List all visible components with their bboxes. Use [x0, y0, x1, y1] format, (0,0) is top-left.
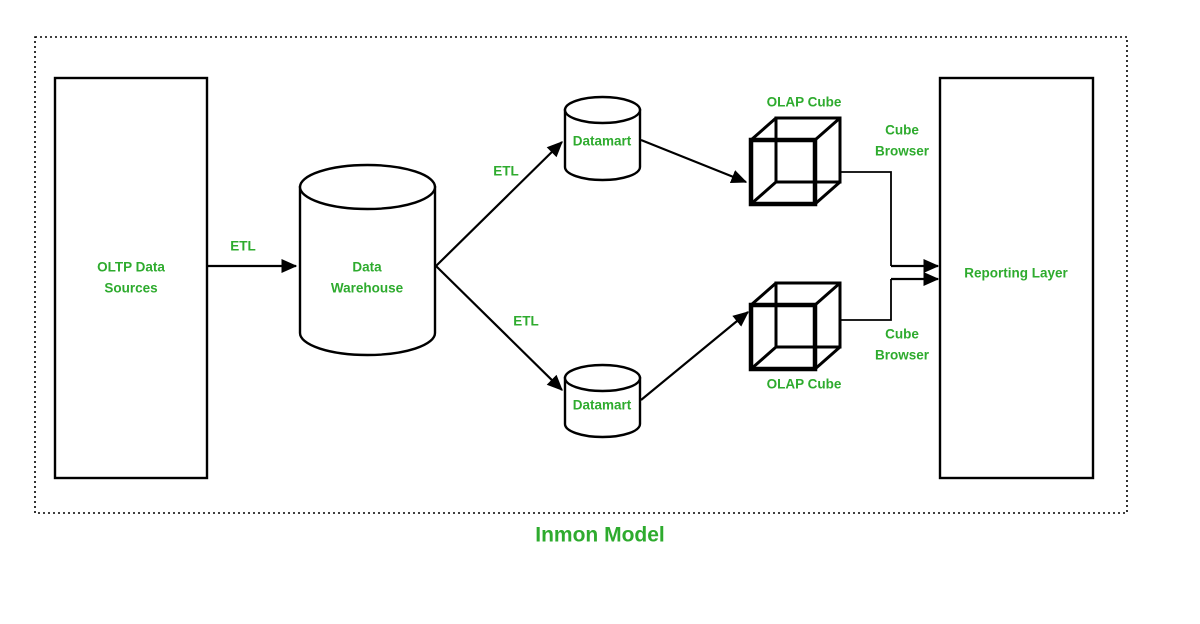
- cube-bottom-reporting-elbow: [841, 279, 892, 321]
- edge-label-cube-browser-top-line1: Cube: [885, 123, 919, 138]
- node-datamart-top[interactable]: Datamart: [563, 95, 642, 182]
- olap-cube-bottom-back-face: [774, 281, 842, 349]
- edge-label-cube-browser-bottom-line2: Browser: [875, 348, 930, 363]
- dw-datamart-bottom-arrow-line: [435, 265, 563, 391]
- datamart-bottom-cylinder-body: [563, 376, 642, 439]
- node-data-warehouse[interactable]: Data Warehouse: [298, 163, 437, 357]
- olap-cube-top-edge-bl: [750, 180, 777, 206]
- olap-cube-bottom-front-face: [748, 302, 818, 372]
- edge-label-etl-dw-datamart-top: ETL: [493, 164, 519, 179]
- data-warehouse-label-line2: Warehouse: [331, 281, 404, 296]
- diagram-title: Inmon Model: [535, 524, 665, 547]
- datamart-top-label: Datamart: [573, 134, 632, 149]
- edge-label-cube-browser-bottom-line1: Cube: [885, 327, 919, 342]
- cube-top-reporting-elbow: [841, 171, 892, 266]
- edge-label-etl-dw-datamart-bottom: ETL: [513, 314, 539, 329]
- olap-cube-bottom-edge-bl: [750, 345, 777, 371]
- olap-cube-bottom-edge-br: [814, 345, 841, 371]
- edge-datamart-bottom-to-cube-bottom: [640, 311, 749, 401]
- olap-cube-top-back-face: [774, 116, 842, 184]
- olap-cube-top-edge-tr: [814, 116, 841, 142]
- olap-cube-bottom-edge-tr: [814, 281, 841, 307]
- oltp-label-line2: Sources: [104, 281, 157, 296]
- node-oltp-data-sources[interactable]: OLTP Data Sources: [53, 76, 209, 480]
- reporting-layer-label: Reporting Layer: [964, 266, 1068, 281]
- model-boundary: [34, 36, 1128, 514]
- datamart-top-cylinder-top: [563, 95, 642, 125]
- oltp-box: [53, 76, 209, 480]
- edge-label-cube-browser-top-line2: Browser: [875, 144, 930, 159]
- data-warehouse-label-line1: Data: [352, 260, 382, 275]
- datamart-top-cylinder-body: [563, 108, 642, 182]
- edge-dw-to-datamart-bottom: ETL: [435, 265, 563, 391]
- edge-datamart-top-to-cube-top: [640, 138, 748, 184]
- datamart-bottom-cylinder-top: [563, 363, 642, 393]
- olap-cube-top-edge-tl: [750, 116, 777, 142]
- edge-cube-bottom-to-reporting: Cube Browser: [841, 272, 940, 363]
- olap-cube-top-label: OLAP Cube: [767, 95, 842, 110]
- node-reporting-layer[interactable]: Reporting Layer: [938, 76, 1095, 480]
- dw-datamart-top-arrow-line: [435, 141, 563, 267]
- datamart-bottom-cube-line: [640, 311, 749, 401]
- datamart-bottom-label: Datamart: [573, 398, 632, 413]
- reporting-layer-box: [938, 76, 1095, 480]
- olap-cube-bottom-label: OLAP Cube: [767, 377, 842, 392]
- olap-cube-top-front-face: [748, 137, 818, 207]
- node-olap-cube-top[interactable]: OLAP Cube: [748, 95, 842, 207]
- node-datamart-bottom[interactable]: Datamart: [563, 363, 642, 439]
- edge-label-etl-oltp-dw: ETL: [230, 239, 256, 254]
- edge-dw-to-datamart-top: ETL: [435, 141, 563, 267]
- data-warehouse-cylinder-top: [298, 163, 437, 211]
- data-warehouse-cylinder-body: [298, 185, 437, 357]
- olap-cube-bottom-edge-tl: [750, 281, 777, 307]
- oltp-label-line1: OLTP Data: [97, 260, 165, 275]
- edge-oltp-to-data-warehouse: ETL: [208, 239, 298, 273]
- node-olap-cube-bottom[interactable]: OLAP Cube: [748, 281, 842, 392]
- edge-cube-top-to-reporting: Cube Browser: [841, 123, 940, 273]
- olap-cube-top-edge-br: [814, 180, 841, 206]
- datamart-top-cube-line: [640, 138, 748, 184]
